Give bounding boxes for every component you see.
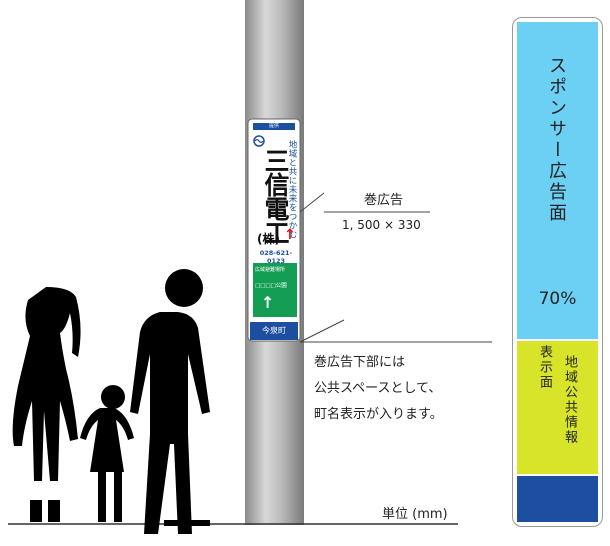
display-surface-label: 表示面 — [537, 345, 552, 390]
sign-layout-panel: スポンサー広告面 70% 地域公共情報 表示面 — [512, 17, 603, 527]
unit-label: 単位 (mm) — [382, 507, 448, 522]
sign-type-label: 巻広告 — [364, 193, 404, 208]
lower-note-line-1: 巻広告下部には — [314, 355, 406, 370]
lower-note-line-2: 公共スペースとして、 — [314, 381, 442, 396]
lower-note: 巻広告下部には 公共スペースとして、 町名表示が入ります。 — [314, 350, 443, 428]
leader-line-town — [299, 319, 345, 343]
sponsor-percentage: 70% — [538, 289, 577, 309]
leader-line-sign — [299, 192, 325, 213]
sign-town-name: 今泉町 — [262, 326, 286, 335]
direction-arrow-white-icon: ↑ — [261, 293, 275, 312]
sponsor-label: スポンサー広告面 — [546, 56, 567, 224]
sponsor-section: スポンサー広告面 70% — [517, 22, 598, 339]
child-silhouette — [80, 385, 134, 522]
woman-silhouette — [12, 287, 81, 522]
town-name-section — [517, 476, 598, 522]
public-info-label: 地域公共情報 — [562, 355, 577, 445]
park-label: □□□□公園 — [255, 283, 287, 289]
sign-company-name: 三信電工 — [261, 148, 290, 244]
lower-note-line-3: 町名表示が入ります。 — [314, 407, 443, 422]
sign-dimensions: 1, 500 × 330 — [342, 218, 421, 232]
sign-company-suffix: (株) — [257, 232, 280, 246]
sign-slogan: 地域と共に未来をつかむ — [287, 140, 297, 239]
evacuation-guide-panel: 広域避難場所 □□□□公園 ↑ — [253, 263, 297, 317]
evacuation-label: 広域避難場所 — [255, 267, 286, 273]
man-silhouette — [130, 269, 210, 534]
town-name-band — [250, 322, 298, 340]
sign-phone: 028-621-0123 — [259, 249, 293, 265]
direction-arrow-red-icon: ↑ — [284, 227, 296, 243]
company-logo-icon — [253, 135, 265, 147]
sign-header-label: 提供 — [253, 123, 295, 130]
public-info-section: 地域公共情報 表示面 — [517, 341, 598, 474]
